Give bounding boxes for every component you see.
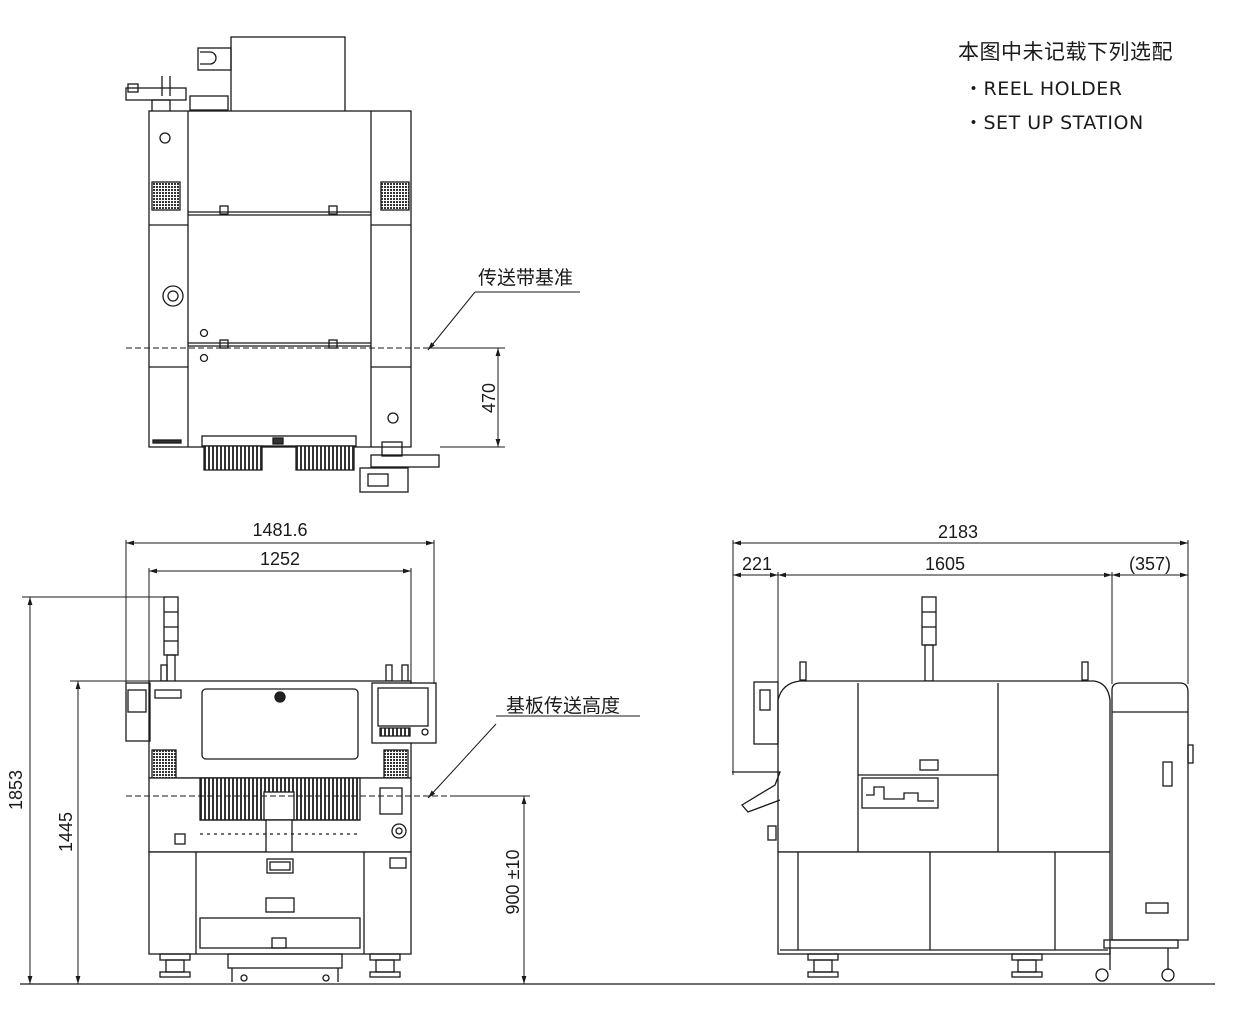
dim-front-body-width: 1252	[260, 549, 300, 569]
board-conveyor-height-label: 基板传送高度	[506, 695, 620, 717]
side-view	[732, 540, 1194, 982]
dim-side-body-length: 1605	[925, 554, 965, 574]
options-note: 本图中未记载下列选配 ・REEL HOLDER ・SET UP STATION	[958, 36, 1173, 140]
dim-body-height: 1445	[56, 812, 76, 852]
front-view	[20, 540, 1215, 985]
dim-side-right-extension: (357)	[1129, 554, 1171, 574]
dim-conveyor-offset: 470	[479, 383, 499, 413]
dim-front-overall-width: 1481.6	[252, 520, 307, 540]
option-reel-holder: ・REEL HOLDER	[964, 78, 1123, 100]
dim-conveyor-height: 900 ±10	[503, 850, 523, 915]
option-setup-station: ・SET UP STATION	[964, 112, 1144, 134]
dim-side-overall-length: 2183	[938, 522, 978, 542]
options-note-title: 本图中未记载下列选配	[958, 40, 1173, 64]
dim-side-left-extension: 221	[742, 554, 772, 574]
top-view	[125, 36, 580, 493]
conveyor-reference-label: 传送带基准	[478, 267, 573, 289]
dim-overall-height: 1853	[6, 770, 26, 810]
